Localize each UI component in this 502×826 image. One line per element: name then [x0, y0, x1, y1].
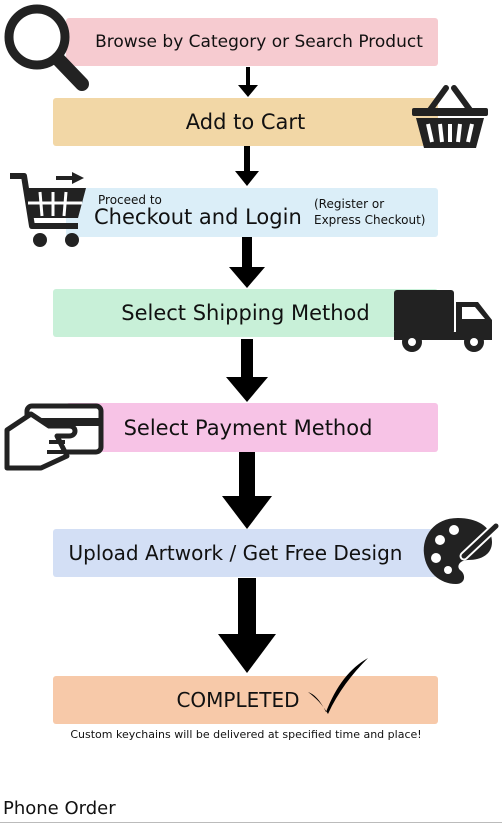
- arrow-6: [218, 578, 276, 673]
- magnifier-icon: [4, 4, 89, 91]
- step-upload: Upload Artwork / Get Free Design: [53, 529, 438, 577]
- delivery-note: Custom keychains will be delivered at sp…: [70, 728, 422, 741]
- step-payment-label: Select Payment Method: [123, 415, 373, 440]
- step-checkout: [66, 188, 438, 237]
- arrow-4: [226, 339, 268, 402]
- step-completed: COMPLETED: [53, 676, 438, 724]
- step-shipping-label: Select Shipping Method: [121, 301, 370, 325]
- checkmark-icon: [308, 658, 368, 714]
- step-checkout-label: Checkout and Login: [94, 205, 302, 229]
- arrow-1: [238, 67, 258, 97]
- arrow-2: [235, 146, 259, 186]
- step-checkout-pre: Proceed to: [98, 193, 162, 207]
- step-payment: Select Payment Method: [66, 403, 438, 452]
- footer-divider: [0, 822, 502, 823]
- step-browse-label: Browse by Category or Search Product: [95, 32, 423, 52]
- basket-icon: [412, 85, 488, 148]
- credit-card-hand-icon: [4, 403, 104, 471]
- step-shipping: Select Shipping Method: [53, 289, 438, 337]
- step-cart-label: Add to Cart: [185, 110, 306, 134]
- step-checkout-side-2: Express Checkout): [314, 213, 426, 227]
- step-add-to-cart: Add to Cart: [53, 98, 438, 146]
- palette-icon: [423, 518, 500, 584]
- truck-icon: [394, 290, 492, 352]
- step-checkout-side-1: (Register or: [314, 197, 385, 211]
- step-upload-label: Upload Artwork / Get Free Design: [68, 541, 403, 565]
- step-browse: Browse by Category or Search Product: [66, 18, 438, 66]
- shopping-cart-icon: [10, 172, 86, 247]
- step-completed-label: COMPLETED: [176, 688, 300, 712]
- phone-order-title: Phone Order: [3, 798, 116, 819]
- arrow-5: [222, 452, 272, 529]
- arrow-3: [229, 237, 265, 288]
